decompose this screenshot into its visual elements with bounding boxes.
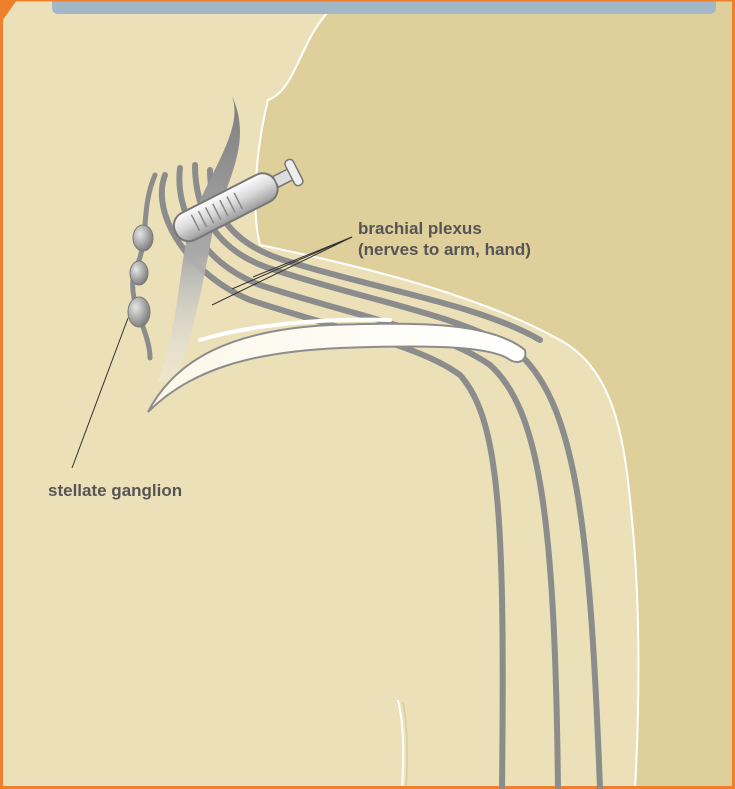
brachial-plexus-label-line1: brachial plexus xyxy=(358,218,531,239)
stellate-ganglion-label: stellate ganglion xyxy=(48,480,182,501)
header-bar xyxy=(52,0,716,14)
brachial-plexus-label-line2: (nerves to arm, hand) xyxy=(358,239,531,260)
ganglion-node xyxy=(130,261,148,285)
ganglion-node xyxy=(128,297,150,327)
ganglion-node xyxy=(133,225,153,251)
brachial-plexus-label: brachial plexus (nerves to arm, hand) xyxy=(358,218,531,260)
